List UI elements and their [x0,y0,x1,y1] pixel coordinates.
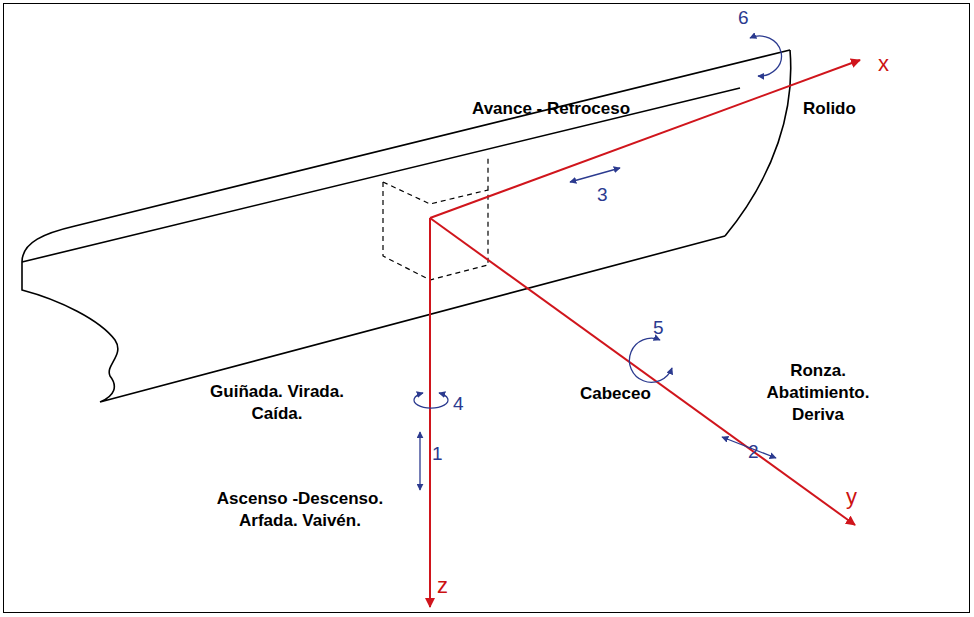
callout-number: 3 [597,183,608,208]
motion-symbols [414,36,781,490]
hull-outline [22,50,791,402]
axis-label: y [846,483,857,512]
callout-number: 6 [738,6,749,31]
motion-label: Ronza. Abatimiento. Deriva [758,360,878,426]
midship-section [383,155,488,280]
callout-number: 4 [453,392,464,417]
frame [4,4,970,613]
axis-label: z [437,572,448,601]
motion-label: Avance - Retroceso [472,98,630,120]
motion-label: Rolido [803,98,856,120]
motion-label: Cabeceo [580,383,651,405]
callout-number: 5 [653,316,664,341]
axis-label: x [878,50,889,79]
axes [430,60,860,607]
callout-number: 1 [432,442,443,467]
callout-number: 2 [748,440,759,465]
motion-label: Guiñada. Virada. Caída. [192,381,362,425]
motion-label: Ascenso -Descenso. Arfada. Vaivén. [205,488,395,532]
